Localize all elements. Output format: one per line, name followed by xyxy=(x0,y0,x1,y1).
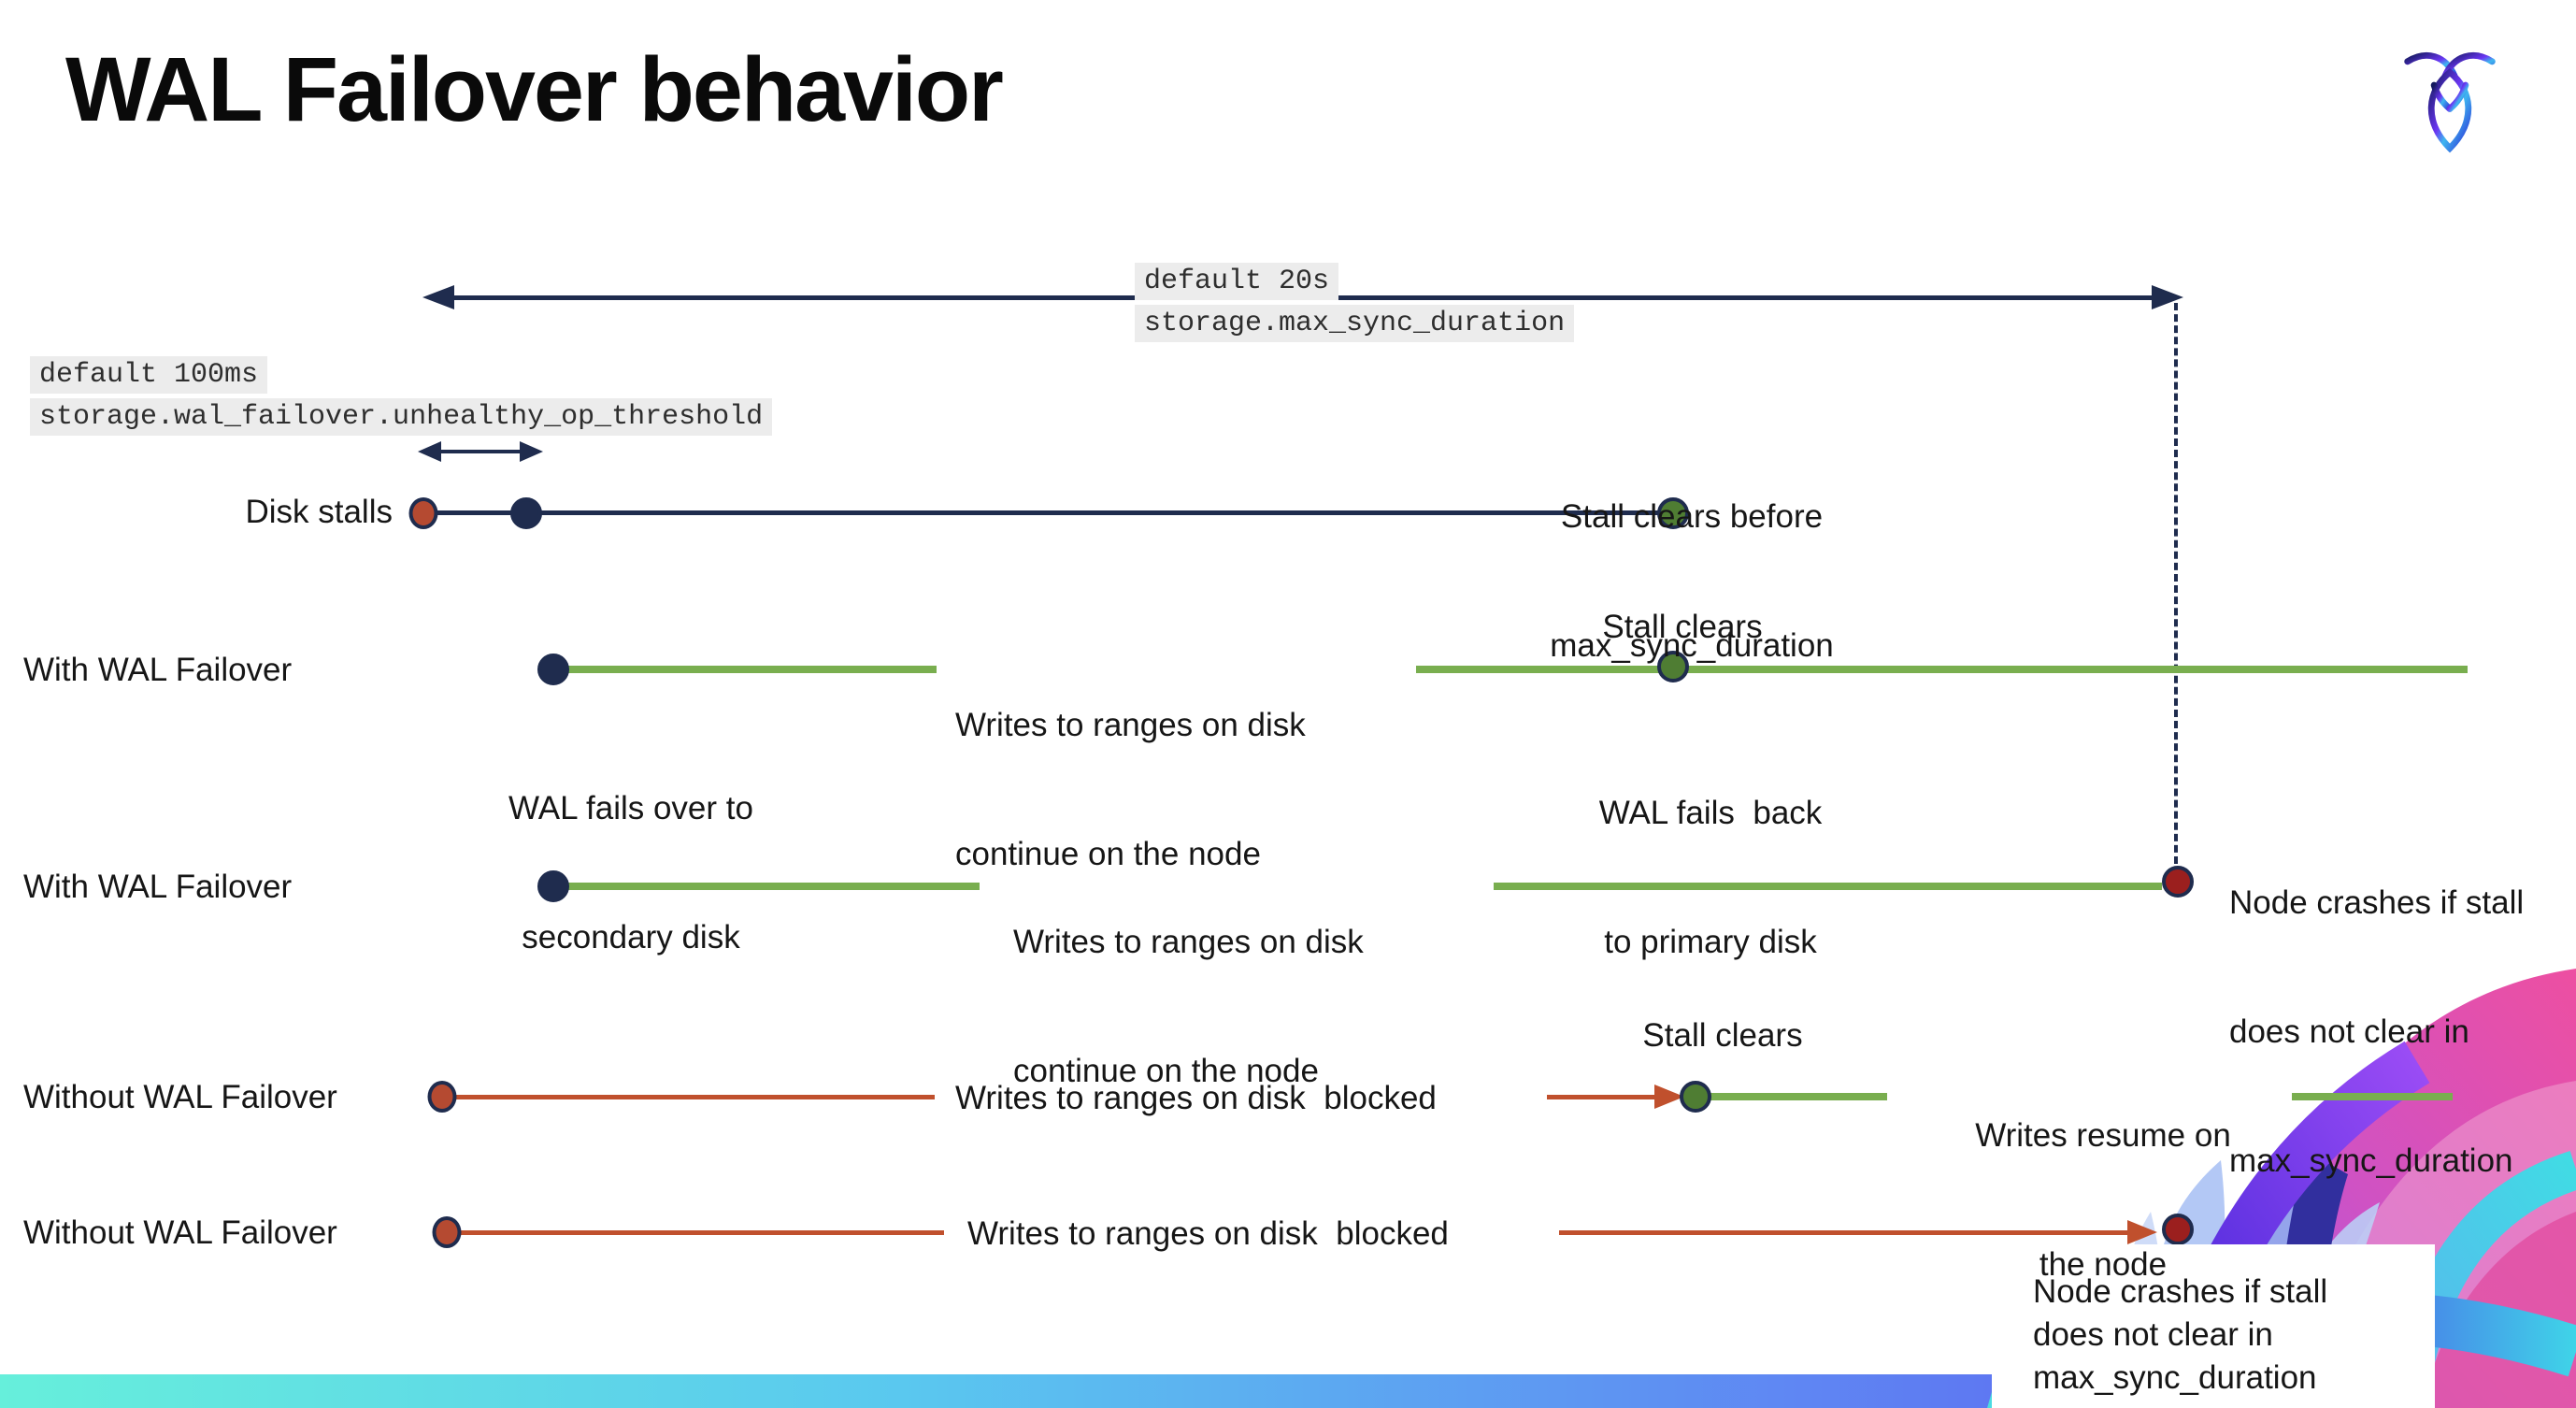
row-label-with-wal-failover-1: With WAL Failover xyxy=(23,652,293,688)
writes-continue-line-2b xyxy=(1494,883,2162,890)
stall-clears-label-1: Stall clears xyxy=(1602,609,1763,645)
text-line: Writes to ranges on disk xyxy=(955,707,1306,743)
text-line: WAL fails back xyxy=(1598,795,1823,831)
writes-continue-label-1: Writes to ranges on disk continue on the… xyxy=(955,618,1306,919)
writes-resume-line-a xyxy=(1696,1093,1887,1100)
text-line: does not clear in xyxy=(2229,1013,2469,1050)
stall-start-dot-3 xyxy=(432,1216,462,1248)
fails-back-dot xyxy=(1657,651,1689,682)
node-crashes-callout-box: Node crashes if stall does not clear in … xyxy=(1992,1244,2435,1408)
max-sync-duration-callout: default 20s storage.max_sync_duration xyxy=(1135,263,1575,347)
text-line: secondary disk xyxy=(522,919,740,955)
text-line: continue on the node xyxy=(955,836,1261,872)
unhealthy-op-default-value: default 100ms xyxy=(30,356,268,394)
small-arrowhead-right-icon xyxy=(520,441,543,462)
failover-dot-2 xyxy=(537,870,569,902)
writes-continue-label-2: Writes to ranges on disk continue on the… xyxy=(1013,835,1364,1136)
writes-blocked-line-2b xyxy=(1559,1230,2129,1235)
text-line: the node xyxy=(2039,1246,2168,1283)
row-label-without-wal-failover-2: Without WAL Failover xyxy=(23,1214,337,1251)
page-title: WAL Failover behavior xyxy=(65,38,1004,140)
text-line: max_sync_duration xyxy=(2033,1359,2317,1396)
stall-clears-dot xyxy=(1657,497,1689,529)
writes-blocked-label-1: Writes to ranges on disk blocked xyxy=(955,1080,1437,1116)
max-sync-setting-name: storage.max_sync_duration xyxy=(1135,305,1575,342)
text-line: Node crashes if stall xyxy=(2033,1273,2328,1310)
threshold-reached-dot xyxy=(510,497,542,529)
logo-branch-right xyxy=(2446,81,2469,112)
text-line: Writes to ranges on disk xyxy=(1013,924,1364,960)
red-arrowhead-icon-2 xyxy=(2127,1220,2157,1244)
node-crash-dot-2 xyxy=(2162,1214,2194,1245)
text-line: Node crashes if stall xyxy=(2229,884,2525,921)
text-line: Writes resume on xyxy=(1975,1117,2231,1154)
writes-continue-line-b xyxy=(1416,666,2468,673)
node-crashes-label-right: Node crashes if stall does not clear in … xyxy=(2229,796,2575,1226)
writes-resume-label: Writes resume on the node xyxy=(1939,1028,2267,1329)
writes-continue-line-a xyxy=(553,666,937,673)
writes-blocked-line-2a xyxy=(447,1230,944,1235)
red-arrowhead-icon-1 xyxy=(1654,1085,1684,1109)
unhealthy-op-setting-name: storage.wal_failover.unhealthy_op_thresh… xyxy=(30,398,773,436)
text-line: WAL fails over to xyxy=(508,790,753,826)
text-line: max_sync_duration xyxy=(1550,627,1834,664)
cockroachdb-logo-icon xyxy=(2404,51,2496,153)
arrowhead-right-icon xyxy=(2152,285,2183,309)
threshold-span-line xyxy=(437,450,523,453)
fails-back-label: WAL fails back to primary disk xyxy=(1538,706,1883,1007)
writes-resume-line-b xyxy=(2292,1093,2453,1100)
arrowhead-left-icon xyxy=(422,285,454,309)
text-line: max_sync_duration xyxy=(2229,1142,2513,1179)
stall-clears-before-label: Stall clears before max_sync_duration xyxy=(1524,409,1860,711)
row-label-without-wal-failover-1: Without WAL Failover xyxy=(23,1079,337,1115)
row-label-with-wal-failover-2: With WAL Failover xyxy=(23,869,293,905)
row-label-disk-stalls: Disk stalls xyxy=(245,494,393,530)
stall-clears-dot-2 xyxy=(1680,1081,1711,1113)
writes-blocked-line-b xyxy=(1547,1095,1659,1099)
node-crash-dot-1 xyxy=(2162,866,2194,898)
stall-start-dot-2 xyxy=(427,1081,457,1113)
small-arrowhead-left-icon xyxy=(418,441,441,462)
fails-over-label: WAL fails over to secondary disk xyxy=(463,701,799,1002)
text-line: Stall clears before xyxy=(1560,498,1824,535)
unhealthy-op-threshold-callout: default 100ms storage.wal_failover.unhea… xyxy=(30,356,773,440)
max-sync-default-value: default 20s xyxy=(1135,263,1339,300)
max-sync-duration-dashed-line xyxy=(2174,303,2178,864)
stall-start-dot xyxy=(408,497,438,529)
writes-continue-line-2a xyxy=(553,883,980,890)
writes-blocked-label-2: Writes to ranges on disk blocked xyxy=(967,1215,1449,1252)
writes-blocked-line-a xyxy=(442,1095,935,1099)
text-line: does not clear in xyxy=(2033,1316,2273,1353)
failover-dot xyxy=(537,654,569,685)
stall-clears-label-2: Stall clears xyxy=(1642,1017,1803,1054)
disk-stall-timeline-line xyxy=(423,510,1673,515)
logo-branch-left xyxy=(2430,81,2454,112)
text-line: continue on the node xyxy=(1013,1053,1319,1089)
text-line: to primary disk xyxy=(1604,924,1817,960)
